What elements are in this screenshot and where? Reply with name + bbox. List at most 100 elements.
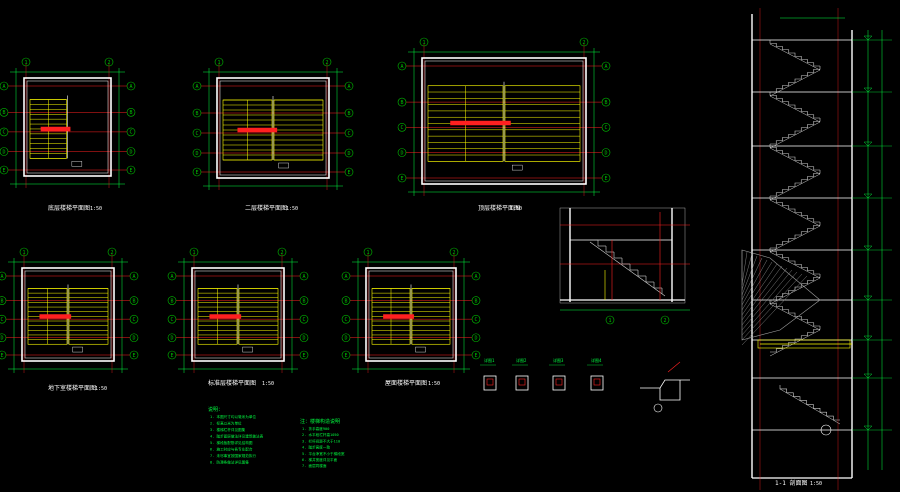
- axis-bubble-row: [167, 350, 177, 360]
- axis-bubble-row: [192, 148, 202, 158]
- detail-label: 详图4: [591, 357, 602, 363]
- axis-bubble-col-label: 1: [366, 250, 369, 256]
- axis-bubble-row-label: D: [2, 149, 5, 155]
- note-line: 7. 未尽事宜按国家规范执行: [210, 453, 256, 458]
- axis-bubble-col: [19, 247, 29, 257]
- axis-bubble-row-label: B: [302, 298, 305, 304]
- hatch-line: [741, 269, 793, 331]
- level-marker: [863, 35, 873, 41]
- axis-bubble-row: [397, 173, 407, 183]
- hatch-line: [741, 275, 808, 346]
- section-flight-soffit: [769, 251, 821, 279]
- section-flight-soffit: [769, 95, 821, 123]
- level-marker: [863, 141, 873, 147]
- level-marker: [863, 295, 873, 301]
- axis-bubble-row: [192, 108, 202, 118]
- axis-bubble-row-label: D: [0, 336, 3, 342]
- hatch-line: [741, 253, 753, 291]
- axis-bubble-row-label: A: [0, 274, 3, 280]
- stair-wall: [23, 77, 112, 177]
- level-marker: [863, 193, 873, 199]
- section-flight: [769, 40, 820, 67]
- axis-bubble-col: [277, 247, 287, 257]
- axis-bubble-row: [341, 296, 351, 305]
- plan-title-4: 地下室楼梯平面图: [48, 384, 96, 392]
- axis-bubble-row-label: B: [170, 298, 173, 304]
- axis-bubble-col: [322, 57, 332, 67]
- axis-bubble-row: [344, 108, 354, 118]
- plan-scale-6: 1:50: [428, 381, 440, 387]
- note-line: 5. 平台净宽不小于梯段宽: [302, 451, 345, 456]
- section-flight-soffit: [769, 69, 821, 97]
- axis-bubble-col-label: 1: [192, 250, 195, 256]
- axis-bubble-row-label: E: [474, 353, 477, 359]
- axis-bubble-row: [397, 61, 407, 71]
- section-mark: [39, 314, 72, 319]
- axis-bubble-row-label: C: [2, 130, 5, 136]
- plan-title-2: 二层楼梯平面图: [245, 204, 287, 212]
- axis-bubble-row: [341, 314, 351, 324]
- section-flight-soffit: [779, 388, 841, 425]
- axis-bubble-row: [167, 333, 177, 343]
- axis-bubble-row-label: D: [347, 151, 350, 157]
- axis-bubble-row: [129, 333, 139, 343]
- section-flight-soffit: [769, 147, 821, 175]
- axis-bubble-row: [471, 314, 481, 324]
- axis-bubble-row: [0, 127, 9, 137]
- axis-bubble-col: [449, 247, 459, 257]
- axis-bubble-row: [299, 314, 309, 324]
- axis-bubble-row: [601, 173, 611, 183]
- stair-wall-inner: [24, 270, 112, 359]
- note-line: 3. 栏杆间距不大于110: [302, 438, 340, 443]
- axis-bubble-col-label: 2: [107, 60, 110, 66]
- axis-bubble-row-label: A: [2, 84, 5, 90]
- section-flight: [769, 144, 820, 171]
- axis-bubble-row-label: B: [347, 111, 350, 117]
- axis-bubble-row: [0, 350, 7, 360]
- plan-title-1: 底层楼梯平面图: [48, 204, 90, 212]
- axis-bubble-row-label: D: [132, 336, 135, 342]
- section-mark: [40, 126, 71, 132]
- section-flight: [770, 274, 821, 301]
- axis-bubble-row: [344, 81, 354, 91]
- plan-scale-3: 1:50: [510, 206, 522, 212]
- detail-label: 详图2: [516, 357, 527, 363]
- axis-bubble-row-label: A: [132, 274, 135, 280]
- axis-bubble-row-label: B: [344, 298, 347, 304]
- detail-rebar: [486, 378, 494, 386]
- axis-bubble-col: [579, 37, 589, 47]
- stair-wall-inner: [424, 60, 584, 182]
- axis-bubble-col-label: 1: [422, 40, 425, 46]
- stair-wall: [365, 267, 457, 362]
- axis-bubble-col-label: 2: [110, 250, 113, 256]
- axis-bubble-row: [126, 127, 136, 137]
- hatch-line: [741, 251, 748, 286]
- axis-bubble-row-label: B: [474, 298, 477, 304]
- axis-bubble-row-label: A: [400, 64, 403, 70]
- axis-bubble-row: [129, 314, 139, 324]
- section-flight: [770, 170, 821, 197]
- axis-bubble-row-label: B: [195, 111, 198, 117]
- axis-bubble-row-label: D: [170, 336, 173, 342]
- axis-bubble-row: [471, 350, 481, 360]
- door-mark: [71, 161, 83, 167]
- stair-wall: [191, 267, 285, 362]
- axis-bubble-row: [0, 296, 7, 305]
- section-flight: [770, 66, 821, 93]
- note-line: 1. 扶手高度900: [302, 426, 329, 431]
- axis-bubble-row-label: C: [170, 317, 173, 323]
- axis-bubble-row: [471, 333, 481, 343]
- axis-bubble-row-label: E: [604, 176, 607, 182]
- axis-bubble-row: [397, 97, 407, 107]
- axis-bubble-row-label: A: [170, 274, 173, 280]
- note-line: 6. 梯井宽度详见平面: [302, 457, 338, 462]
- axis-bubble-row: [471, 296, 481, 305]
- axis-bubble-row: [397, 123, 407, 132]
